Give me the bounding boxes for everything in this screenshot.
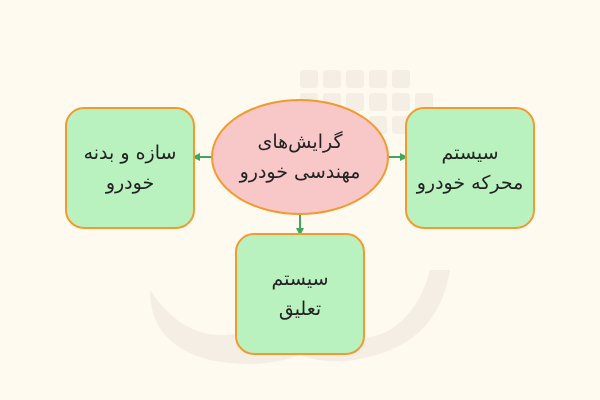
node-body-label: سازه و بدنه خودرو <box>83 142 177 194</box>
center-node-label: گرایش‌های مهندسی خودرو <box>239 131 361 183</box>
node-suspension <box>235 233 365 355</box>
node-engine-label: سیستم محرکه خودرو <box>416 142 524 194</box>
node-suspension-label: سیستم تعلیق <box>271 268 329 320</box>
node-powertrain <box>405 107 535 229</box>
node-body-structure <box>65 107 195 229</box>
center-node-ellipse <box>211 99 389 215</box>
